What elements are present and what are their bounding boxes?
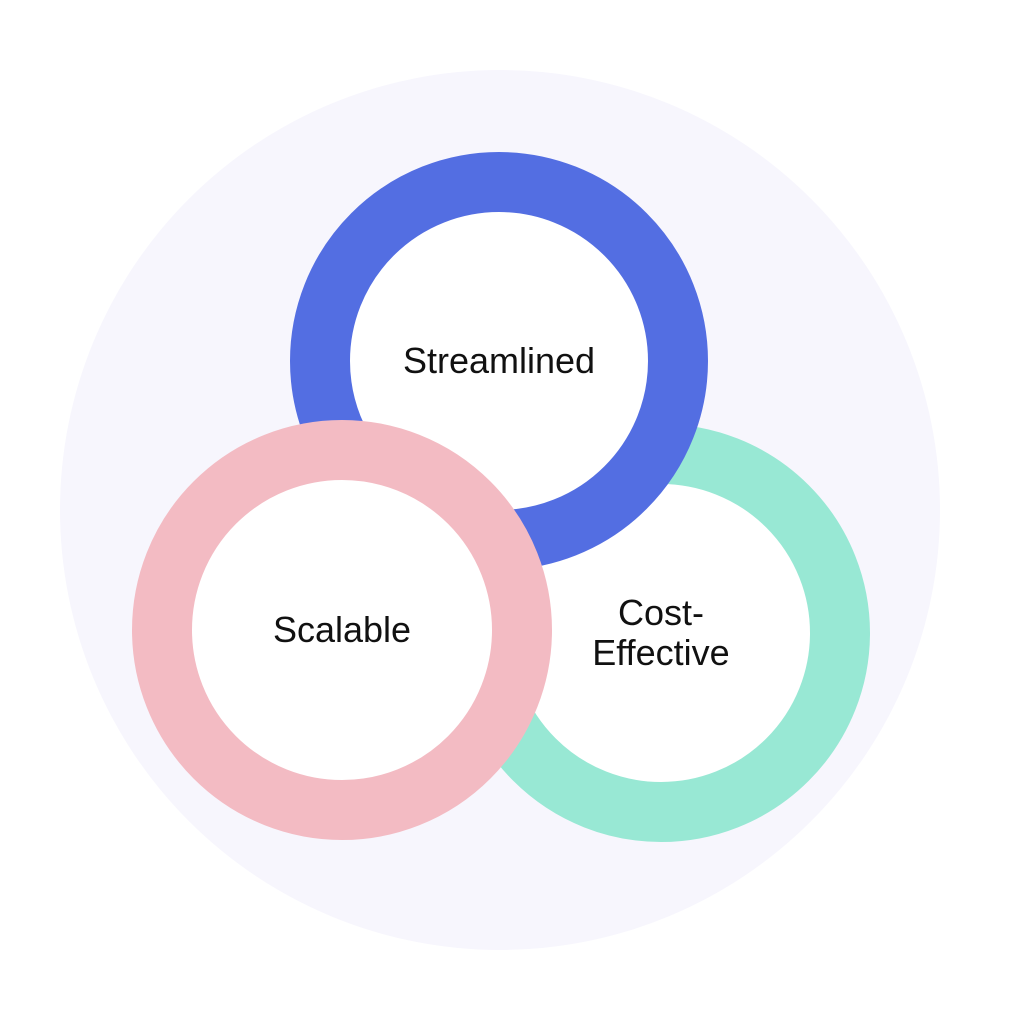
scalable-circle: Scalable bbox=[132, 420, 552, 840]
streamlined-label: Streamlined bbox=[402, 340, 596, 381]
cost-effective-label-line-2: Effective bbox=[592, 632, 730, 673]
scalable-label: Scalable bbox=[272, 609, 412, 650]
cost-effective-label: Cost- Effective bbox=[561, 593, 761, 673]
cost-effective-label-line-1: Cost- bbox=[617, 592, 704, 633]
